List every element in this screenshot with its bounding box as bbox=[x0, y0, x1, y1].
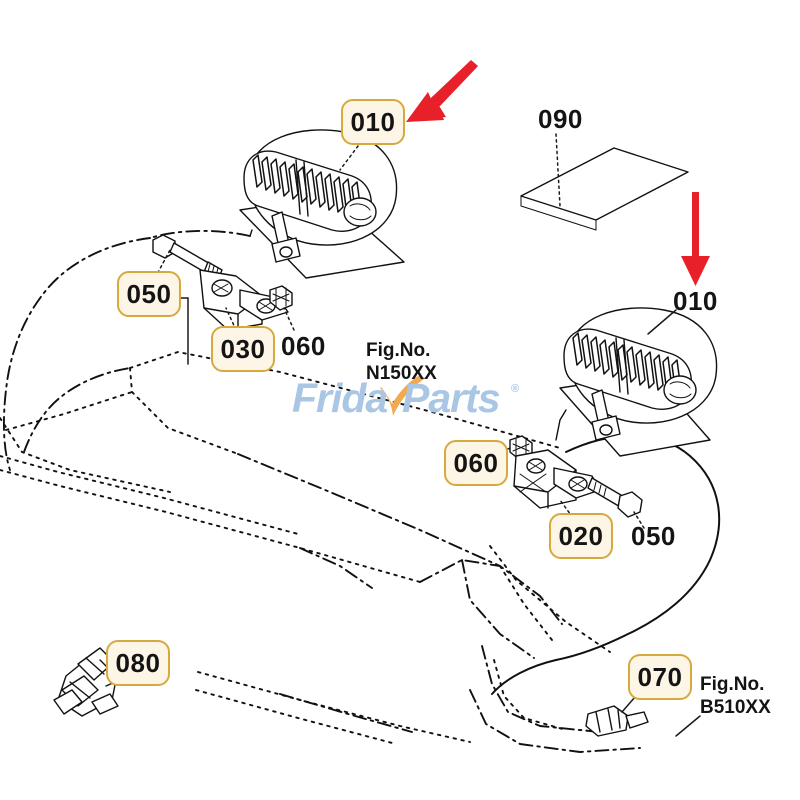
lamp-right-center-rib bbox=[615, 337, 621, 393]
callout-080[interactable]: 080 bbox=[106, 640, 170, 686]
lower-right-base bbox=[469, 689, 641, 753]
bolt-right-head bbox=[617, 491, 643, 518]
callout-050-left[interactable]: 050 bbox=[117, 271, 181, 317]
fig-no-right-line1: Fig.No. bbox=[700, 674, 765, 695]
fig-no-left-line1: Fig.No. bbox=[366, 340, 431, 361]
label-060-left: 060 bbox=[281, 331, 326, 361]
deck-left-rail2 bbox=[0, 455, 299, 535]
bracket-right-hole-b-detail bbox=[570, 479, 585, 489]
nut-right-detail bbox=[512, 437, 530, 458]
bottom-rail-3 bbox=[279, 693, 413, 733]
nut-left-detail bbox=[272, 287, 290, 308]
arrow-top-left bbox=[406, 60, 478, 122]
deck-left-front bbox=[0, 417, 171, 493]
cover-plate bbox=[520, 147, 689, 221]
label-010-right: 010 bbox=[673, 286, 718, 316]
lamp-left-center-rib bbox=[295, 159, 301, 215]
bracket-left-hole-a-detail bbox=[213, 283, 229, 293]
lamp-right-fins bbox=[572, 332, 682, 396]
leader-060-left bbox=[283, 307, 295, 331]
lamp-right-stem-hole bbox=[599, 424, 613, 436]
fig-no-right-line2: B510XX bbox=[700, 697, 771, 719]
cab-pillar-left bbox=[299, 547, 373, 589]
fig-no-right: Fig.No. B510XX bbox=[700, 673, 771, 719]
leader-010-right bbox=[647, 309, 677, 335]
bracket-right-face-cross bbox=[519, 473, 547, 493]
cab-left-inner-contour bbox=[23, 367, 131, 453]
bolt-right-thread-lines bbox=[593, 481, 607, 497]
bracket-right-hole-a-detail bbox=[528, 461, 543, 471]
lamp-right-boss-detail bbox=[669, 381, 692, 399]
leader-fig-right bbox=[675, 715, 701, 737]
deck-left-rail bbox=[0, 469, 421, 583]
arrow-right bbox=[681, 192, 710, 286]
cab-right-frame2 bbox=[499, 565, 553, 641]
label-090: 090 bbox=[538, 104, 583, 134]
leader-020 bbox=[559, 499, 577, 523]
cab-roof-contour bbox=[237, 453, 501, 567]
bracket-left-hole-b-detail bbox=[258, 301, 273, 311]
bottom-rail-2 bbox=[195, 689, 397, 745]
wire-harness-left bbox=[149, 229, 251, 239]
callout-010-left[interactable]: 010 bbox=[341, 99, 405, 145]
switch-terminal-2 bbox=[91, 693, 119, 715]
callout-060-right[interactable]: 060 bbox=[444, 440, 508, 486]
lamp-right-wire bbox=[555, 409, 567, 441]
fig-no-left-line2: N150XX bbox=[366, 363, 437, 385]
connector-clip bbox=[625, 711, 649, 729]
lamp-left-wire bbox=[249, 229, 253, 237]
lamp-left-center-rib2 bbox=[303, 161, 309, 217]
lamp-right-center-rib2 bbox=[623, 339, 629, 395]
switch-terminal-1 bbox=[53, 689, 83, 715]
fig-no-left: Fig.No. N150XX bbox=[366, 339, 437, 385]
leader-030 bbox=[225, 307, 237, 331]
lower-right-structure2 bbox=[493, 659, 567, 731]
lamp-left-boss-detail bbox=[349, 203, 372, 221]
callout-030[interactable]: 030 bbox=[211, 326, 275, 372]
connector-detail bbox=[595, 708, 621, 733]
cab-right-panel bbox=[461, 559, 535, 659]
leader-090 bbox=[555, 133, 561, 207]
lamp-left-stem-hole bbox=[279, 246, 293, 258]
callout-070[interactable]: 070 bbox=[628, 654, 692, 700]
callout-020[interactable]: 020 bbox=[549, 513, 613, 559]
leader-010-left bbox=[339, 145, 359, 171]
wire-harness-right-lower bbox=[491, 659, 557, 695]
cab-left-contour bbox=[3, 237, 151, 471]
label-050-right: 050 bbox=[631, 521, 676, 551]
deck-left-upper bbox=[129, 351, 561, 449]
deck-left-edge bbox=[129, 367, 239, 455]
cover-plate-edge bbox=[520, 195, 597, 231]
